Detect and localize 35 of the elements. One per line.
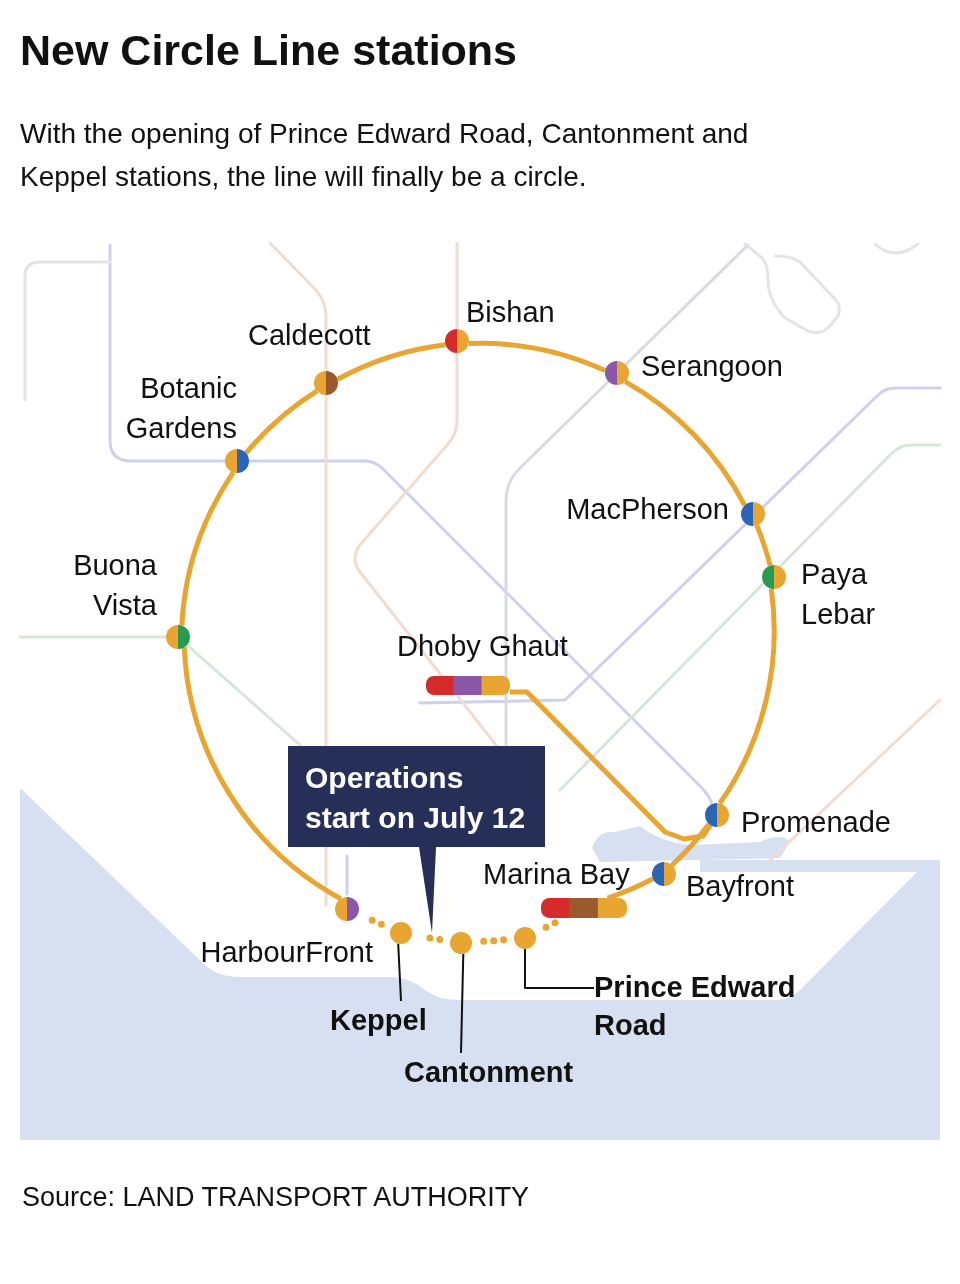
rail-line — [468, 340, 607, 373]
rail-line — [510, 689, 713, 842]
rail-line — [179, 471, 236, 626]
station-name: Botanic Gardens — [124, 371, 237, 446]
leader-line — [460, 952, 465, 1054]
rail-line — [754, 524, 773, 567]
rail-line — [670, 822, 711, 867]
station-name: Serangoon — [641, 349, 783, 384]
station-name: Prince Edward Road — [594, 968, 819, 1044]
rail-line — [540, 919, 559, 932]
callout-text: Operations start on July 12 — [305, 760, 527, 836]
title: New Circle Line stations — [20, 25, 518, 76]
station-name: MacPherson — [566, 492, 729, 527]
station-name: HarbourFront — [200, 935, 373, 970]
rail-line — [181, 646, 343, 901]
subtitle: With the opening of Prince Edward Road, Cantonment and Keppel stations, the line will finally be a circle. — [20, 117, 750, 194]
station-name: Dhoby Ghaut — [397, 629, 568, 664]
station-name: Cantonment — [404, 1053, 574, 1091]
rail-line — [623, 379, 747, 507]
source-note: Source: LAND TRANSPORT AUTHORITY — [22, 1181, 530, 1214]
rail-line — [244, 388, 319, 455]
rail-line — [336, 342, 446, 382]
rail-line — [478, 936, 508, 945]
rail-line — [606, 876, 655, 901]
station-name: Bishan — [466, 295, 555, 330]
leader-line — [524, 948, 595, 989]
station-name: Buona Vista — [72, 548, 157, 623]
station-name: Caldecott — [248, 318, 371, 353]
station-name: Bayfront — [686, 869, 794, 904]
station-name: Keppel — [330, 1001, 427, 1039]
station-name: Marina Bay — [483, 857, 630, 892]
rail-line — [717, 588, 777, 805]
station-name: Paya Lebar — [801, 557, 877, 632]
station-name: Promenade — [741, 805, 891, 840]
leader-line — [397, 942, 402, 1002]
